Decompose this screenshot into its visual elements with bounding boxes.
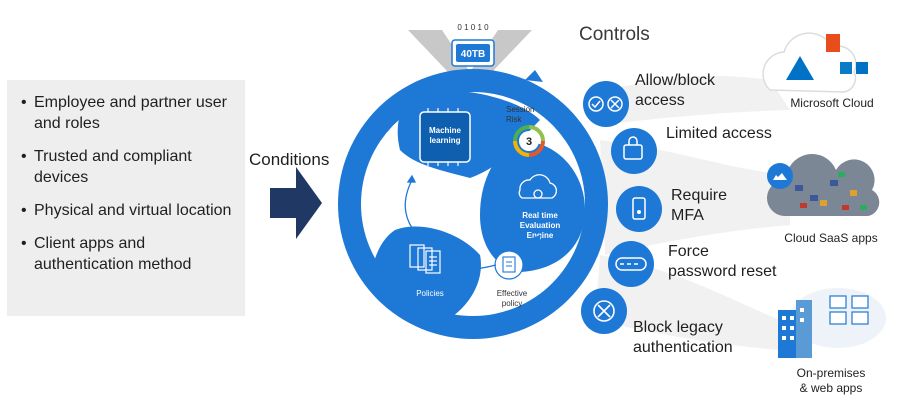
- on-premises-web-apps-icon: [778, 288, 886, 358]
- controls-title: Controls: [579, 24, 650, 45]
- conditions-arrow: [270, 167, 322, 239]
- evaluation-engine-wheel: [338, 69, 608, 339]
- condition-item: Employee and partner user and roles: [21, 92, 237, 134]
- machine-learning-line1: Machine: [429, 126, 462, 135]
- machine-learning-line2: learning: [429, 136, 460, 145]
- target-label-cloud-saas: Cloud SaaS apps: [784, 231, 878, 245]
- microsoft-cloud-icon: [762, 32, 868, 93]
- conditions-label: Conditions: [249, 150, 330, 169]
- data-bucket-icon: [451, 39, 495, 67]
- effective-policy-icon: [494, 250, 524, 280]
- condition-item: Client apps and authentication method: [21, 233, 237, 275]
- control-label-limited-access: Limited access: [666, 125, 772, 142]
- control-icon-block-legacy: [581, 288, 627, 334]
- control-icon-limited-access: [611, 128, 657, 174]
- control-icon-mfa: [616, 186, 662, 232]
- target-label-on-premises: On-premises& web apps: [796, 366, 866, 395]
- control-icon-password-reset: [608, 241, 654, 287]
- machine-learning-chip-icon: [419, 108, 471, 166]
- policies-documents-icon: [409, 244, 441, 274]
- cycle-arrows: [404, 174, 541, 271]
- effective-policy-line1: Effective: [497, 289, 528, 298]
- realtime-engine-cloud-icon: [518, 174, 558, 199]
- target-label-microsoft-cloud: Microsoft Cloud: [790, 96, 874, 110]
- risk-gauge-icon: [513, 125, 545, 157]
- engine-line1: Real time: [522, 211, 558, 220]
- condition-item: Physical and virtual location: [21, 200, 237, 221]
- effective-policy-line2: policy: [502, 299, 522, 308]
- session-risk-line2: Risk: [506, 115, 523, 124]
- control-icon-allow-block: [583, 81, 629, 127]
- cloud-saas-apps-icon: [766, 154, 880, 216]
- band-microsoft-cloud: [585, 75, 790, 125]
- condition-item: Trusted and compliant devices: [21, 146, 237, 188]
- binary-bits: 0 1 0 1 0: [457, 23, 489, 32]
- session-risk-line1: Session: [506, 105, 534, 114]
- engine-line2: Evaluation: [520, 221, 561, 230]
- data-size: 40TB: [461, 49, 485, 60]
- risk-score: 3: [526, 136, 532, 148]
- policies-label: Policies: [416, 289, 444, 298]
- conditions-panel: Employee and partner user and roles Trus…: [7, 80, 245, 316]
- conditions-list: Employee and partner user and roles Trus…: [7, 80, 245, 275]
- engine-lobe: [480, 140, 585, 272]
